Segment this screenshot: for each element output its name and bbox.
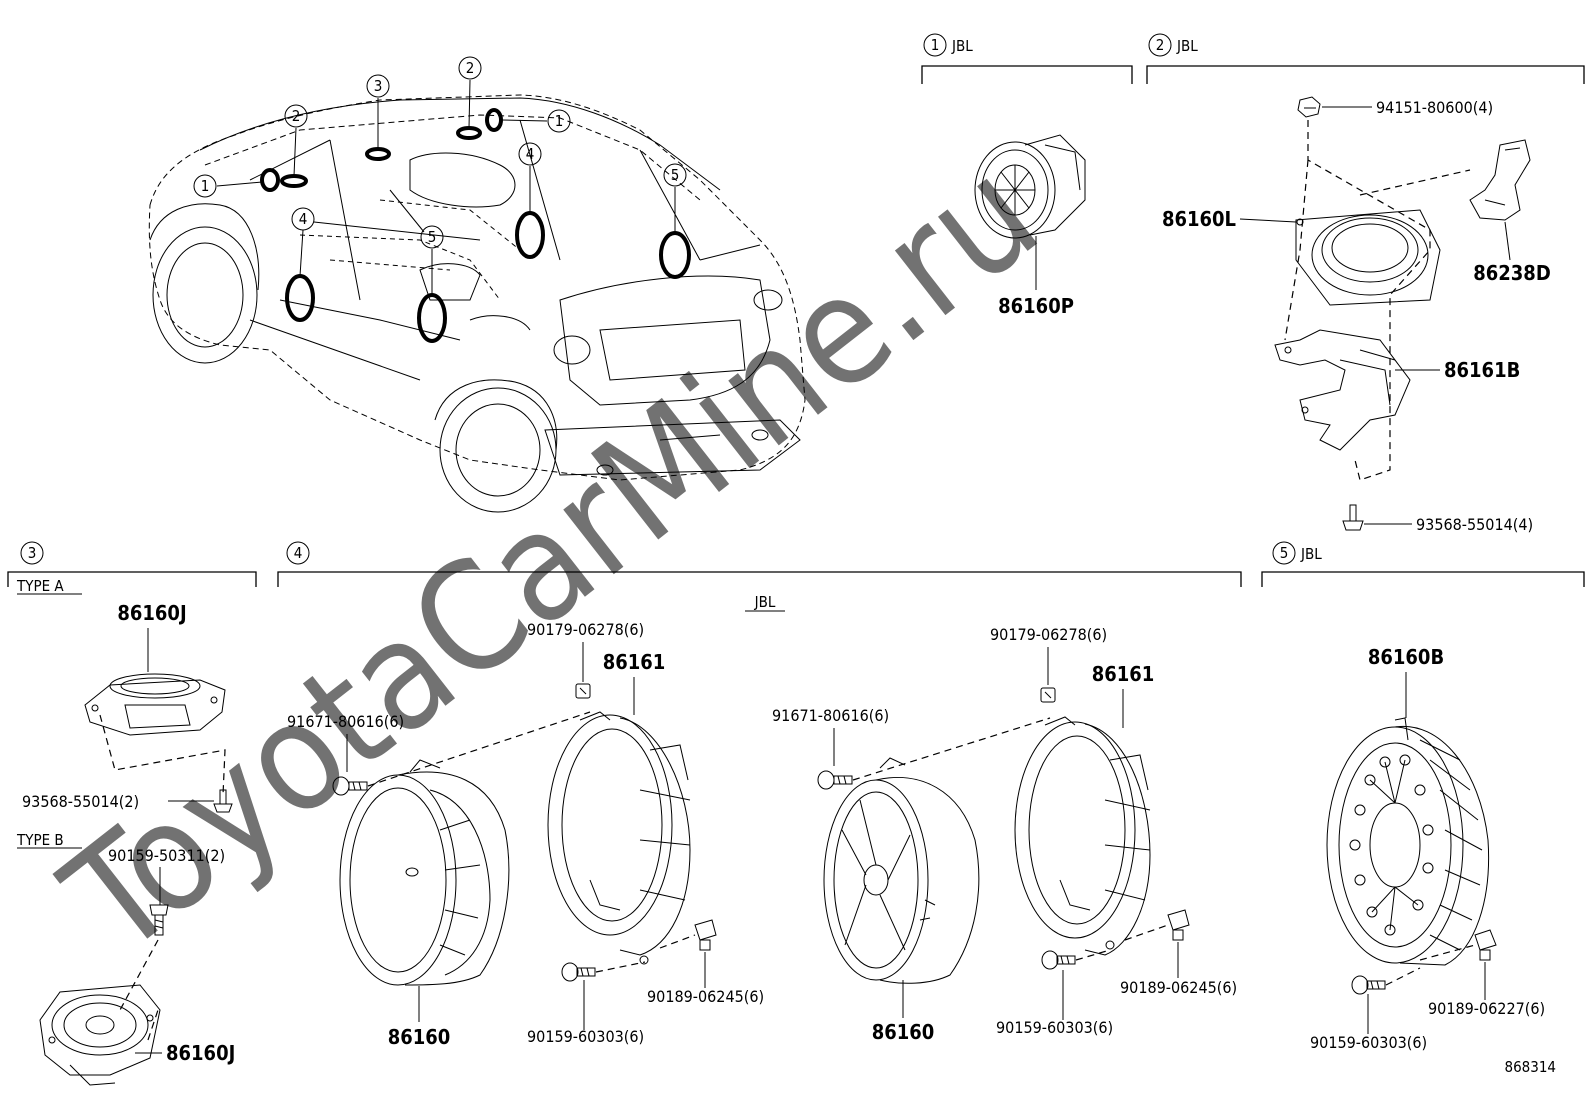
jbl-center-label: JBL	[754, 593, 776, 611]
section-5: 5 JBL 86160B	[1261, 541, 1585, 1052]
part-label-90159-60303-b: 90159-60303(6)	[996, 1018, 1113, 1037]
callout-5-left: 5	[428, 228, 437, 246]
screw-91671-a	[332, 776, 368, 796]
part-label-90189-06227: 90189-06227(6)	[1428, 999, 1545, 1018]
screw-93568-4	[1342, 504, 1364, 531]
speaker-location-rings	[260, 108, 691, 343]
connector-86238D	[1469, 139, 1531, 221]
speaker-ring-1-right	[485, 108, 503, 132]
ring-86161-b	[1014, 716, 1151, 956]
section-1-label: JBL	[951, 37, 973, 55]
callout-1-left: 1	[201, 177, 210, 195]
section-5-number: 5	[1280, 544, 1289, 562]
section-4: 4 JBL 90179-06278(6) 86161 91671-80616(6…	[277, 541, 1242, 1049]
part-label-86160-b: 86160	[872, 1020, 935, 1044]
bracket-86161B	[1274, 329, 1411, 451]
callout-2-right: 2	[466, 59, 475, 77]
part-label-86161B: 86161B	[1444, 358, 1520, 382]
clip-90179-a	[575, 683, 591, 699]
clip-90189-06245-a	[694, 919, 717, 951]
speaker-86160L	[1295, 209, 1441, 306]
speaker-ring-4-right	[515, 211, 545, 259]
part-label-90189-06245-a: 90189-06245(6)	[647, 987, 764, 1006]
part-label-86160J-type-b: 86160J	[166, 1041, 235, 1065]
part-label-93568-4: 93568-55014(4)	[1416, 515, 1533, 534]
speaker-86160-a	[339, 759, 510, 986]
section-2-number: 2	[1156, 36, 1165, 54]
callout-5-right: 5	[671, 166, 680, 184]
speaker-ring-2-right	[456, 126, 482, 140]
part-label-90159-60303-a: 90159-60303(6)	[527, 1027, 644, 1046]
part-label-90189-06245-b: 90189-06245(6)	[1120, 978, 1237, 997]
screw-91671-b	[817, 770, 853, 790]
ring-86161-a	[547, 711, 691, 965]
screw-90159-60303-b	[1041, 950, 1076, 970]
vehicle-callouts: 1 2 3 2 1 4 4 5 5	[193, 56, 687, 295]
speaker-86160P	[974, 134, 1086, 239]
part-label-94151: 94151-80600(4)	[1376, 98, 1493, 117]
callout-4-right: 4	[526, 145, 535, 163]
part-label-90179-b: 90179-06278(6)	[990, 625, 1107, 644]
part-label-86160J-type-a: 86160J	[117, 601, 186, 625]
speaker-86160B	[1326, 717, 1490, 966]
screw-90159-60303-a	[561, 962, 596, 982]
clip-90189-06245-b	[1167, 909, 1190, 941]
section-5-label: JBL	[1300, 545, 1322, 563]
part-label-91671-a: 91671-80616(6)	[287, 712, 404, 731]
part-label-86160P: 86160P	[998, 294, 1074, 318]
part-label-86161-a: 86161	[603, 650, 666, 674]
screw-93568-2	[213, 789, 233, 813]
part-label-86160L: 86160L	[1162, 207, 1236, 231]
screw-90159-50311	[149, 904, 169, 936]
section-3-number: 3	[28, 544, 37, 562]
type-b-label: TYPE B	[16, 831, 64, 849]
speaker-ring-4-left	[285, 274, 315, 322]
section-1: 1 JBL 86160P	[921, 33, 1133, 318]
section-3: 3 TYPE A 86160J 93568-55014(2) TYPE B 90…	[7, 541, 257, 1086]
speaker-86160-b	[823, 757, 980, 984]
part-label-90179-a: 90179-06278(6)	[527, 620, 644, 639]
clip-90179-b	[1040, 687, 1056, 703]
callout-4-left: 4	[299, 210, 308, 228]
section-2: 2 JBL 94151-80600(4) 86160L 8623	[1146, 33, 1585, 534]
nut-94151	[1297, 96, 1321, 118]
part-label-86160B: 86160B	[1368, 645, 1444, 669]
speaker-ring-5-left	[417, 293, 447, 343]
part-label-91671-b: 91671-80616(6)	[772, 706, 889, 725]
part-label-86238D: 86238D	[1473, 261, 1551, 285]
section-2-label: JBL	[1176, 37, 1198, 55]
callout-3: 3	[374, 77, 383, 95]
part-label-90159-60303-c: 90159-60303(6)	[1310, 1033, 1427, 1052]
vehicle-illustration	[148, 94, 806, 513]
part-label-86161-b: 86161	[1092, 662, 1155, 686]
callout-2-left: 2	[292, 107, 301, 125]
diagram-id: 868314	[1504, 1058, 1556, 1076]
speaker-86160J-type-a	[84, 673, 226, 736]
speaker-ring-5-right	[659, 231, 691, 279]
part-label-90159-50311: 90159-50311(2)	[108, 846, 225, 865]
clip-90189-06227	[1474, 929, 1497, 961]
part-label-86160-a: 86160	[388, 1025, 451, 1049]
speaker-ring-2-left	[280, 174, 308, 188]
speaker-ring-1-left	[260, 168, 280, 192]
speaker-ring-3	[365, 147, 391, 161]
screw-90159-60303-c	[1351, 975, 1386, 995]
callout-1-right: 1	[555, 112, 564, 130]
section-1-number: 1	[931, 36, 940, 54]
type-a-label: TYPE A	[16, 577, 64, 595]
part-label-93568-2: 93568-55014(2)	[22, 792, 139, 811]
section-4-number: 4	[294, 544, 303, 562]
speaker-86160J-type-b	[39, 984, 161, 1086]
